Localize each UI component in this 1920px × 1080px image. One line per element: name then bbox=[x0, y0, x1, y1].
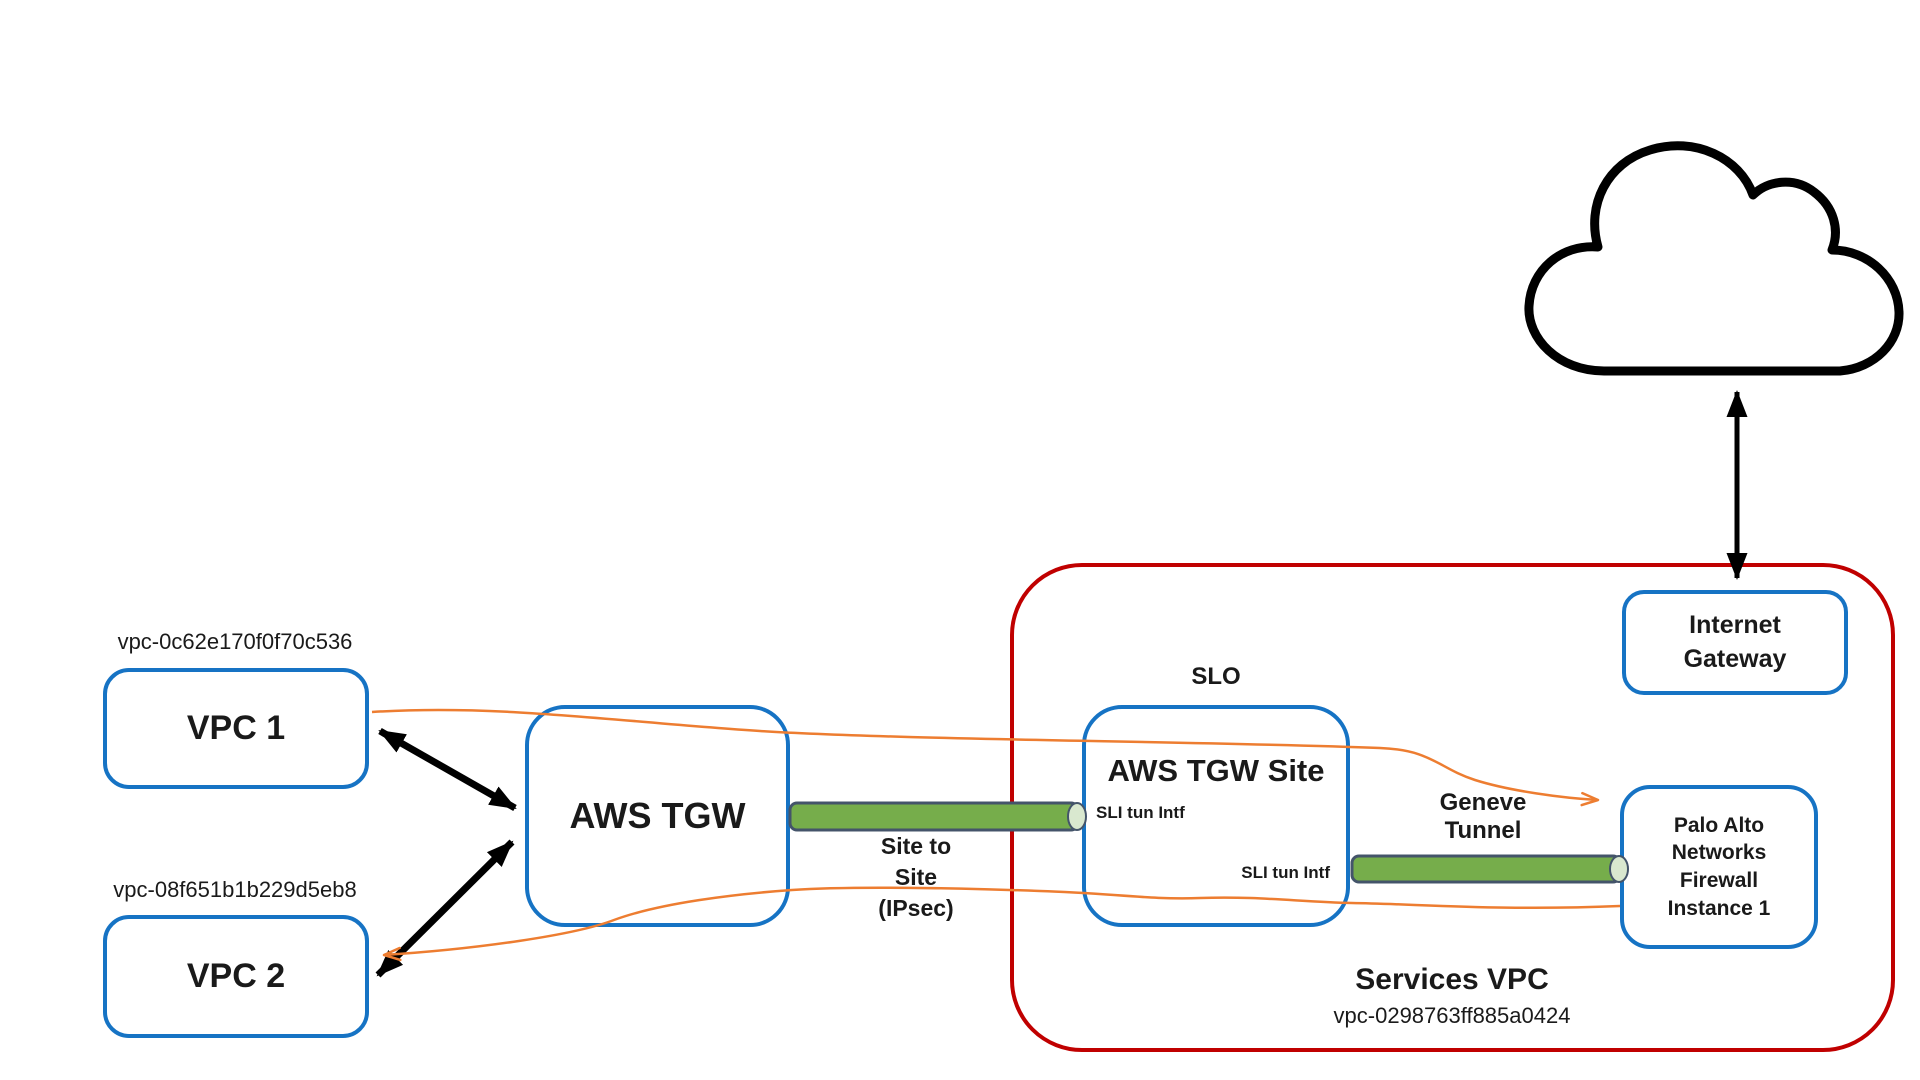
palo-alto-firewall-title: Palo Alto Networks Firewall Instance 1 bbox=[1667, 813, 1771, 920]
sli-tun-intf-bottom-label: SLI tun Intf bbox=[1241, 863, 1330, 882]
aws-tgw-site-box: AWS TGW Site SLI tun Intf SLI tun Intf bbox=[1082, 705, 1350, 927]
vpc2-id-label: vpc-08f651b1b229d5eb8 bbox=[113, 877, 357, 902]
internet-gateway-title: Internet Gateway bbox=[1683, 610, 1787, 673]
vpc1-title: VPC 1 bbox=[186, 709, 286, 747]
geneve-tunnel-label: Geneve Tunnel bbox=[1439, 789, 1527, 845]
aws-tgw-site-title: AWS TGW Site bbox=[1107, 753, 1325, 788]
aws-tgw-title: AWS TGW bbox=[569, 795, 746, 836]
site-to-site-label: Site to Site (IPsec) bbox=[878, 833, 954, 921]
aws-tgw-box: AWS TGW bbox=[525, 705, 790, 927]
palo-alto-firewall-box: Palo Alto Networks Firewall Instance 1 bbox=[1620, 785, 1818, 949]
sli-tun-intf-top-label: SLI tun Intf bbox=[1096, 803, 1185, 822]
vpc2-tgw-arrow bbox=[375, 839, 515, 978]
vpc1-box: VPC 1 bbox=[103, 668, 369, 789]
vpc2-title: VPC 2 bbox=[186, 957, 286, 995]
vpc1-tgw-arrow bbox=[378, 727, 517, 812]
vpc1-id-label: vpc-0c62e170f0f70c536 bbox=[117, 629, 353, 654]
internet-cloud-icon bbox=[1524, 141, 1904, 376]
slo-label: SLO bbox=[1191, 663, 1241, 690]
internet-label: Internet bbox=[1660, 292, 1764, 323]
internet-gateway-box: Internet Gateway bbox=[1622, 590, 1848, 695]
services-vpc-id-label: vpc-0298763ff885a0424 bbox=[1333, 1003, 1571, 1028]
services-vpc-title: Services VPC bbox=[1355, 963, 1549, 996]
vpc2-box: VPC 2 bbox=[103, 915, 369, 1038]
